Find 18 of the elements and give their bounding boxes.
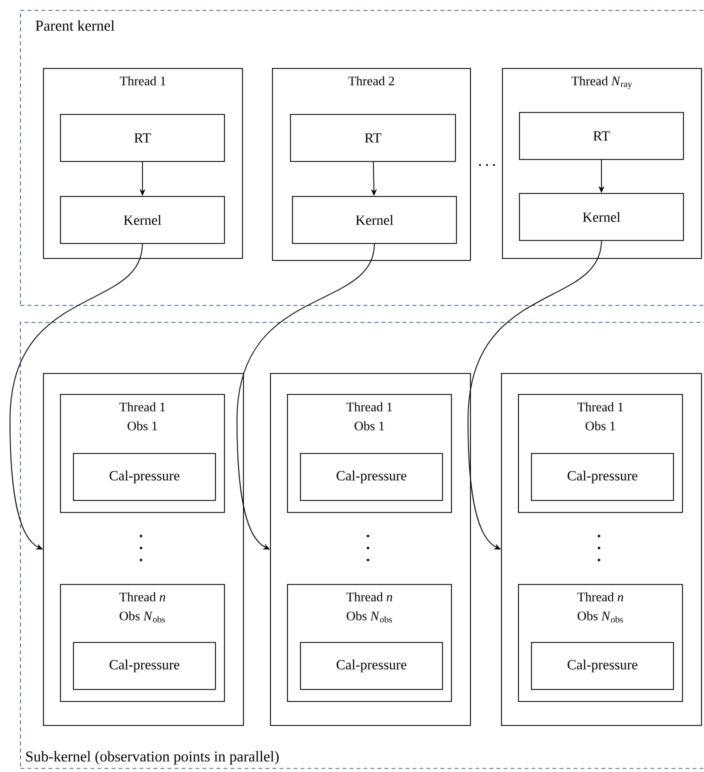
column-box bbox=[43, 373, 244, 726]
arrow bbox=[468, 240, 602, 550]
process-box: Kernel bbox=[292, 196, 457, 244]
process-box: RT bbox=[60, 114, 225, 162]
process-box: Cal-pressure bbox=[300, 453, 443, 501]
arrow bbox=[10, 243, 143, 550]
column-box bbox=[270, 373, 471, 726]
process-box: Kernel bbox=[519, 193, 684, 241]
process-box: Cal-pressure bbox=[531, 642, 674, 690]
process-box: Cal-pressure bbox=[73, 642, 216, 690]
process-box: Cal-pressure bbox=[73, 453, 216, 501]
process-box: Kernel bbox=[60, 196, 225, 244]
process-box: RT bbox=[519, 112, 684, 160]
column-box bbox=[501, 373, 702, 726]
process-box: Cal-pressure bbox=[300, 642, 443, 690]
process-box: RT bbox=[290, 114, 456, 162]
arrow bbox=[236, 243, 375, 550]
process-box: Cal-pressure bbox=[531, 453, 674, 501]
